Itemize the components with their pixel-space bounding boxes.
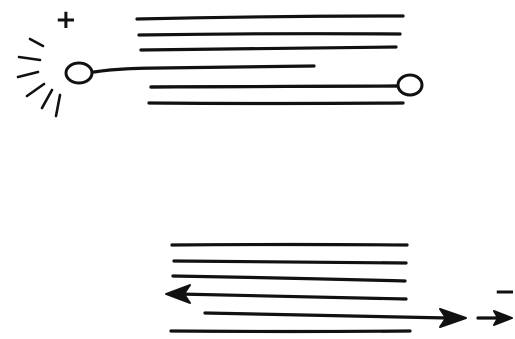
plate-line [139,34,400,35]
plate-line [173,276,405,281]
arrow-right-line [205,313,448,318]
bottom-plate-lines [171,245,410,332]
plate-line [171,331,410,332]
left-terminal-circle-icon [66,63,92,83]
plate-line [174,261,406,263]
top-panel: + [18,5,422,116]
right-terminal-circle-icon [398,75,422,95]
wire-right-segment [151,86,398,87]
top-plate-lines [137,16,403,104]
plate-line [149,103,403,104]
wire [94,66,314,72]
plate-line [172,245,407,246]
glow-rays-icon [18,39,60,116]
plate-line [141,47,396,50]
arrow-left-line [178,294,406,299]
plus-sign: + [55,5,77,35]
bottom-panel: − [166,245,515,332]
minus-sign: − [494,277,515,307]
plate-line [137,16,403,19]
